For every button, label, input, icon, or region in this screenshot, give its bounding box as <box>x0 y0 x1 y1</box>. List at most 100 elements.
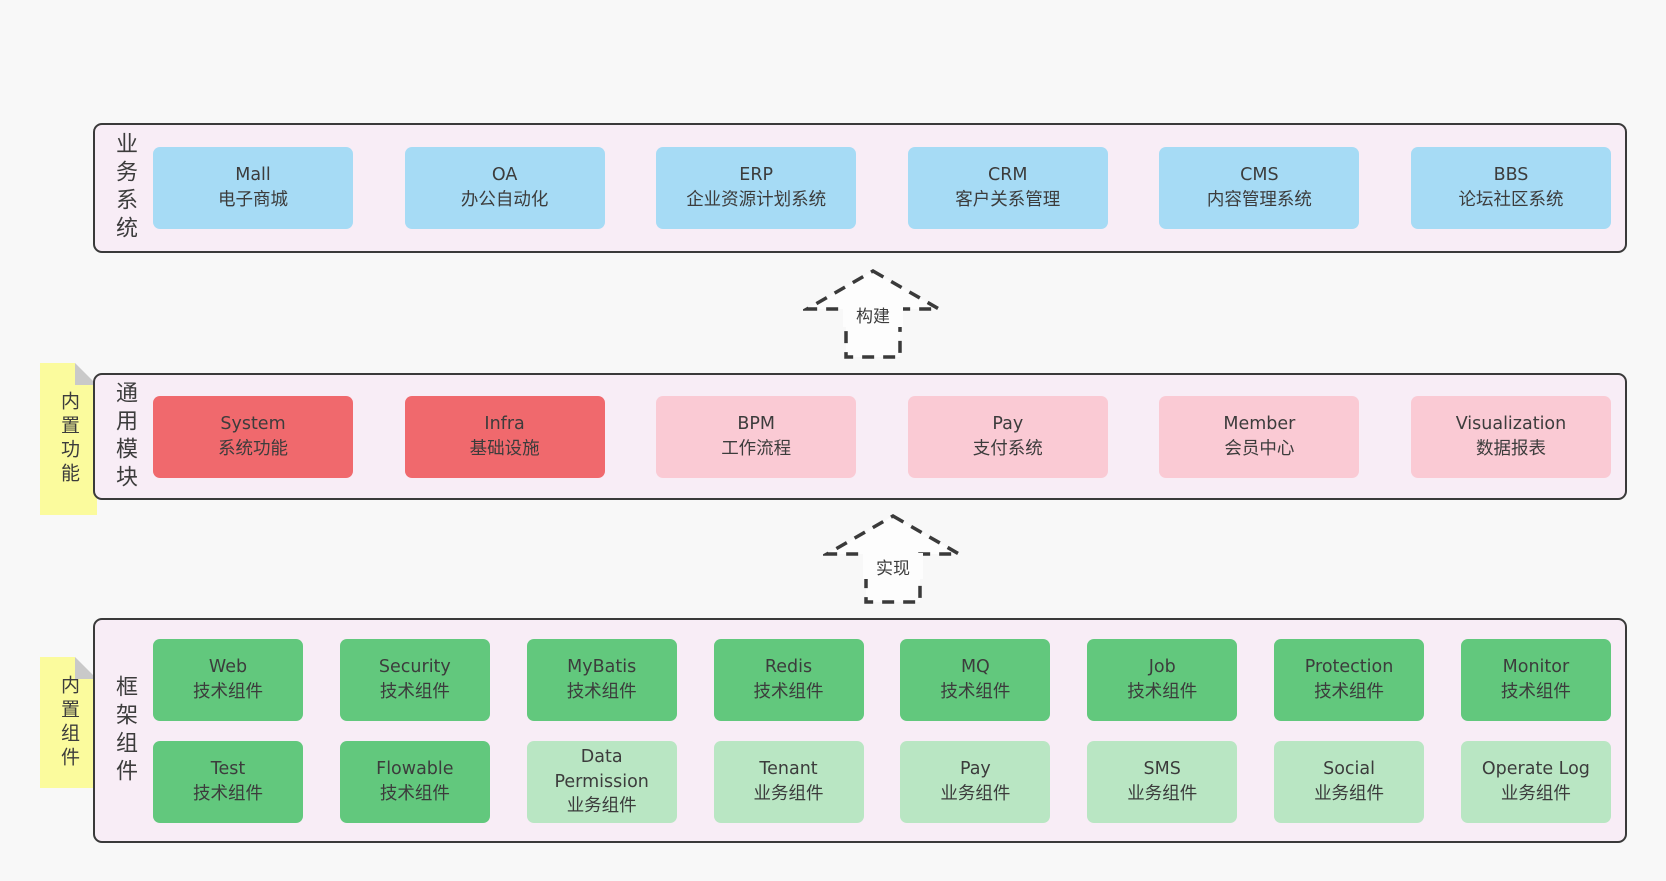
box-member: Member 会员中心 <box>1159 395 1360 478</box>
box-mybatis: MyBatis 技术组件 <box>526 639 677 721</box>
box-operate-log: Operate Log 业务组件 <box>1460 741 1611 823</box>
box-subtitle: 办公自动化 <box>460 190 549 210</box>
box-subtitle: 业务组件 <box>940 784 1011 804</box>
box-cms: CMS 内容管理系统 <box>1159 147 1360 229</box>
box-title: System <box>220 413 286 434</box>
box-title: ERP <box>739 165 774 186</box>
box-subtitle: 客户关系管理 <box>955 190 1061 210</box>
common-modules-panel: 通用模块 System 系统功能 Infra 基础设施 BPM 工作流程 Pay… <box>93 373 1627 500</box>
build-arrow-label: 构建 <box>843 301 903 327</box>
box-subtitle: 业务组件 <box>1127 784 1198 804</box>
panel-side-label: 框架组件 <box>95 620 153 841</box>
box-flowable: Flowable 技术组件 <box>339 741 490 823</box>
box-visualization: Visualization 数据报表 <box>1410 395 1611 478</box>
note-label: 内置组件 <box>58 674 80 771</box>
box-title: OA <box>491 165 518 186</box>
box-data-permission: Data Permission 业务组件 <box>526 741 677 823</box>
box-subtitle: 技术组件 <box>1314 682 1385 702</box>
box-title: Job <box>1148 657 1176 678</box>
box-monitor: Monitor 技术组件 <box>1460 639 1611 721</box>
box-title: Flowable <box>376 759 454 780</box>
box-redis: Redis 技术组件 <box>713 639 864 721</box>
box-title: Mall <box>235 165 271 186</box>
components-row-1: Web 技术组件 Security 技术组件 MyBatis 技术组件 Redi… <box>153 639 1611 721</box>
panel-side-label-text: 业务系统 <box>112 132 137 244</box>
components-row-2: Test 技术组件 Flowable 技术组件 Data Permission … <box>153 741 1611 823</box>
panel-side-label: 通用模块 <box>95 375 153 498</box>
box-job: Job 技术组件 <box>1087 639 1238 721</box>
box-oa: OA 办公自动化 <box>404 147 605 229</box>
box-infra: Infra 基础设施 <box>404 395 605 478</box>
box-subtitle: 企业资源计划系统 <box>686 190 827 210</box>
box-mq: MQ 技术组件 <box>900 639 1051 721</box>
box-bpm: BPM 工作流程 <box>656 395 857 478</box>
panel-side-label-text: 框架组件 <box>112 674 137 787</box>
box-subtitle: 业务组件 <box>566 796 637 817</box>
box-web: Web 技术组件 <box>153 639 303 721</box>
box-sms: SMS 业务组件 <box>1087 741 1238 823</box>
panel-side-label: 业务系统 <box>95 125 153 251</box>
box-mall: Mall 电子商城 <box>153 147 353 229</box>
box-title: MyBatis <box>567 657 637 678</box>
business-systems-panel: 业务系统 Mall 电子商城 OA 办公自动化 ERP 企业资源计划系统 CRM… <box>93 123 1627 253</box>
box-subtitle: 业务组件 <box>1500 784 1571 804</box>
box-subtitle: 数据报表 <box>1475 438 1546 459</box>
box-title: Pay <box>959 759 991 780</box>
business-box-row: Mall 电子商城 OA 办公自动化 ERP 企业资源计划系统 CRM 客户关系… <box>153 125 1625 251</box>
box-title: CMS <box>1240 165 1279 186</box>
panel-side-label-text: 通用模块 <box>112 380 137 493</box>
box-test: Test 技术组件 <box>153 741 303 823</box>
box-title: MQ <box>960 657 990 678</box>
sticky-note-built-in-components: 内置组件 <box>40 657 97 788</box>
box-crm: CRM 客户关系管理 <box>907 147 1108 229</box>
box-title: Tenant <box>759 759 818 780</box>
box-subtitle: 技术组件 <box>193 682 263 702</box>
box-subtitle: 技术组件 <box>193 784 263 804</box>
box-title: Web <box>208 657 248 678</box>
box-title: Operate Log <box>1481 759 1590 780</box>
box-subtitle: 内容管理系统 <box>1206 190 1312 210</box>
box-subtitle: 技术组件 <box>1500 682 1571 702</box>
box-title: BBS <box>1493 165 1529 186</box>
box-social: Social 业务组件 <box>1274 741 1425 823</box>
box-subtitle: 论坛社区系统 <box>1458 190 1564 210</box>
box-pay-business: Pay 业务组件 <box>900 741 1051 823</box>
box-subtitle: 技术组件 <box>1127 682 1198 702</box>
implement-arrow-label: 实现 <box>863 553 923 579</box>
box-subtitle: 技术组件 <box>753 682 824 702</box>
box-title: SMS <box>1143 759 1181 780</box>
box-title: Test <box>210 759 246 780</box>
box-pay-system: Pay 支付系统 <box>907 395 1108 478</box>
box-subtitle: 基础设施 <box>469 438 540 459</box>
components-grid: Web 技术组件 Security 技术组件 MyBatis 技术组件 Redi… <box>153 620 1625 841</box>
note-label: 内置功能 <box>58 391 80 487</box>
box-tenant: Tenant 业务组件 <box>713 741 864 823</box>
box-title: BPM <box>737 413 776 434</box>
box-title: Data Permission <box>554 746 649 792</box>
box-title: Pay <box>992 413 1024 434</box>
framework-components-panel: 框架组件 Web 技术组件 Security 技术组件 MyBatis 技术组件… <box>93 618 1627 843</box>
box-title: Member <box>1223 413 1296 434</box>
box-protection: Protection 技术组件 <box>1274 639 1425 721</box>
box-title: Visualization <box>1455 413 1567 434</box>
sticky-note-built-in-functions: 内置功能 <box>40 363 97 515</box>
box-subtitle: 技术组件 <box>566 682 637 702</box>
box-subtitle: 会员中心 <box>1224 438 1295 459</box>
box-subtitle: 业务组件 <box>1314 784 1385 804</box>
box-subtitle: 技术组件 <box>379 682 450 702</box>
box-title: Infra <box>484 413 525 434</box>
box-security: Security 技术组件 <box>339 639 490 721</box>
box-subtitle: 工作流程 <box>721 438 792 459</box>
box-subtitle: 技术组件 <box>940 682 1011 702</box>
box-title: CRM <box>988 165 1028 186</box>
box-title: Security <box>378 657 451 678</box>
box-bbs: BBS 论坛社区系统 <box>1410 147 1611 229</box>
box-subtitle: 电子商城 <box>218 190 288 210</box>
modules-box-row: System 系统功能 Infra 基础设施 BPM 工作流程 Pay 支付系统… <box>153 375 1625 498</box>
box-title: Protection <box>1304 657 1394 678</box>
box-subtitle: 业务组件 <box>753 784 824 804</box>
box-erp: ERP 企业资源计划系统 <box>656 147 857 229</box>
box-subtitle: 系统功能 <box>218 438 288 459</box>
box-title: Social <box>1323 759 1375 780</box>
